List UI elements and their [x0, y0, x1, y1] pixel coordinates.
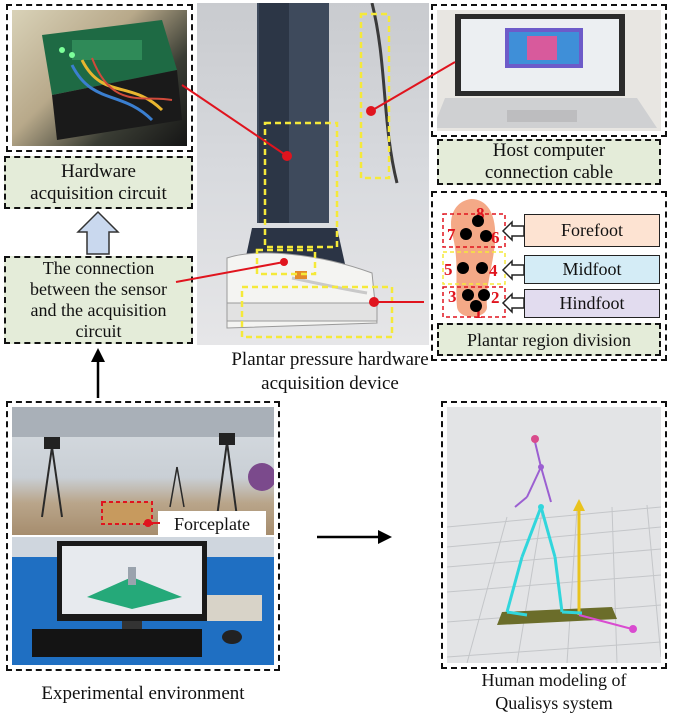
sensor-dot-6: [480, 230, 492, 242]
desk-computer-photo: [12, 537, 274, 665]
sensor-dot-1: [470, 300, 482, 312]
sensor-strap-highlight-box: [263, 121, 339, 249]
sensor-dot-5: [457, 262, 469, 274]
sensor-point-4: 4: [489, 261, 498, 280]
midfoot-label: Midfoot: [524, 255, 660, 284]
connection-label: The connection between the sensor and th…: [4, 256, 193, 344]
laptop-photo: [437, 10, 661, 131]
pointer-dot-cable: [366, 106, 376, 116]
qualisys-frame: [441, 401, 667, 669]
sensor-point-2: 2: [491, 288, 500, 307]
hardware-circuit-label: Hardware acquisition circuit: [4, 156, 193, 209]
pointer-to-circuit: [181, 84, 288, 157]
pointer-dot-connector: [280, 258, 288, 266]
experimental-env-caption: Experimental environment: [41, 683, 245, 704]
sensor-dot-4: [476, 262, 488, 274]
hardware-photo-frame: [6, 4, 193, 152]
pointer-dot-strap: [282, 151, 292, 161]
sensor-dot-3: [462, 289, 474, 301]
sensor-dot-2: [478, 289, 490, 301]
laptop-photo-frame: [431, 4, 667, 137]
right-arrow-head: [378, 530, 392, 544]
circuit-board-drawing: [42, 20, 182, 140]
connector-highlight-box: [255, 248, 317, 276]
midfoot-arrow: [501, 259, 525, 281]
sensor-point-3: 3: [448, 287, 457, 306]
lab-drawing: [12, 407, 274, 525]
foot-sole-drawing: [451, 199, 496, 317]
plantar-division-label: Plantar region division: [437, 323, 661, 356]
hardware-circuit-photo: [12, 10, 187, 146]
up-arrow-from-lab-head: [91, 348, 105, 362]
laptop-drawing: [437, 14, 657, 128]
pointer-to-laptop: [370, 61, 456, 112]
forefoot-label: Forefoot: [524, 214, 660, 247]
host-cable-label: Host computer connection cable: [437, 139, 661, 185]
foot-sole-image: [441, 197, 501, 321]
experimental-env-frame: [6, 401, 280, 671]
forceplate-label: Forceplate: [158, 511, 266, 537]
forefoot-arrow: [501, 220, 525, 242]
pointer-dot-shoe: [369, 297, 379, 307]
sensor-dot-7: [460, 228, 472, 240]
sensor-point-5: 5: [444, 260, 453, 279]
hindfoot-arrow: [501, 292, 525, 314]
sensor-point-1: 1: [474, 303, 483, 322]
hindfoot-label: Hindfoot: [524, 289, 660, 318]
sensor-dot-8: [472, 215, 484, 227]
qualisys-skeleton-drawing: [447, 435, 661, 663]
plantar-device-caption: Plantar pressure hardware acquisition de…: [231, 349, 429, 394]
sensor-point-7: 7: [447, 225, 456, 244]
shoe-highlight-box: [240, 285, 394, 339]
midfoot-zone-box: [442, 251, 506, 285]
plantar-region-frame: [431, 191, 667, 361]
sensor-point-6: 6: [491, 228, 500, 247]
leg-drawing: [226, 3, 399, 329]
up-arrow-to-circuit: [76, 210, 120, 255]
qualisys-model-image: [447, 407, 661, 663]
qualisys-caption: Human modeling of Qualisys system: [481, 670, 627, 713]
cable-highlight-box: [359, 12, 391, 180]
desk-computer-drawing: [12, 537, 274, 657]
pointer-to-connection: [175, 261, 285, 283]
